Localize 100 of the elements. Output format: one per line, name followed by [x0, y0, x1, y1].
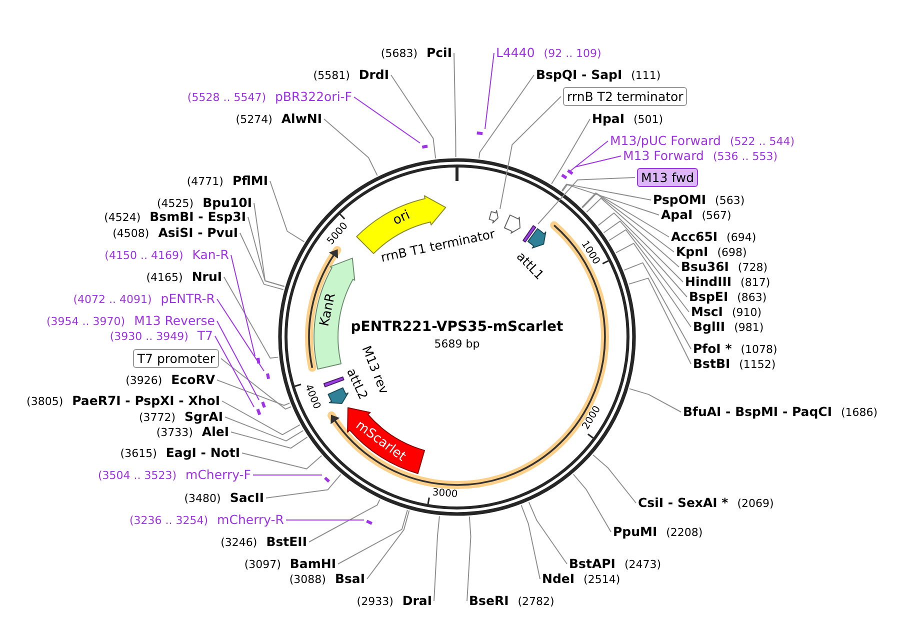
leader-line: [248, 216, 285, 288]
leader-line: [390, 74, 436, 159]
leader-line: [216, 380, 290, 406]
primer-label: (3930 .. 3949) T7: [110, 327, 213, 345]
leader-line: [224, 276, 279, 359]
primer-mark: [322, 475, 332, 485]
primer-label: (4150 .. 4169) Kan-R: [104, 246, 229, 264]
leader-line: [598, 212, 684, 282]
cut-site-label: (3926) EcoRV: [126, 371, 215, 389]
cut-site-label: (5274) AlwNI: [236, 110, 322, 128]
leader-line: [608, 229, 690, 312]
cut-site-label: (4165) NruI: [146, 268, 222, 286]
primer-mark: [254, 407, 263, 417]
leader-line: [220, 358, 292, 410]
cut-site-label: HindIII (817): [685, 273, 770, 291]
primer-mark: [565, 167, 575, 177]
cut-site-label: (5683) PciI: [380, 44, 452, 62]
primer-label: (3954 .. 3970) M13 Reverse: [46, 312, 215, 330]
cut-site-label: BstBI (1152): [693, 355, 776, 373]
leader-line: [266, 474, 342, 498]
feature-band: [346, 406, 426, 475]
cut-site-label: (5581) DrdI: [313, 66, 389, 84]
leader-line: [454, 52, 456, 158]
leader-line: [528, 502, 568, 564]
leader-line: [628, 278, 692, 364]
tick-label: 3000: [432, 486, 458, 500]
feature-name: KanR: [318, 292, 340, 328]
leader-line: [242, 452, 322, 470]
leader-line: [224, 416, 304, 442]
leader-line: [308, 499, 380, 542]
primer-mark: [364, 518, 374, 527]
primer-label: M13/pUC Forward (522 .. 544): [610, 132, 795, 150]
cut-site-label: (3246) BstEII: [220, 533, 307, 551]
cut-site-label: PfoI * (1078): [693, 340, 778, 358]
leader-line: [240, 232, 284, 290]
primer-mark: [259, 400, 268, 410]
leader-line: [366, 510, 410, 580]
leader-line: [616, 242, 692, 328]
primer-mark: [475, 129, 485, 137]
primer-label: (3236 .. 3254) mCherry-R: [129, 511, 284, 529]
leader-line: [551, 118, 590, 184]
cut-site-label: (3480) SacII: [184, 489, 264, 507]
cut-site-label: (3088) BsaI: [289, 570, 365, 588]
leader-line: [628, 388, 682, 412]
primer-mark: [255, 356, 262, 366]
leader-line: [214, 336, 254, 408]
leader-line: [466, 516, 472, 602]
cut-site-label: (4508) AsiSI - PvuI: [112, 224, 238, 242]
primer-mark: [264, 371, 272, 381]
primer-label: M13 Forward (536 .. 553): [623, 147, 778, 165]
leader-line: [230, 254, 256, 356]
feature-bar: [521, 224, 538, 244]
leader-line: [603, 220, 688, 298]
leader-line: [270, 180, 305, 242]
cut-site-label: (3097) BamHI: [244, 555, 336, 573]
cut-site-label: BfuAI - BspMI - PaqCI (1686): [683, 403, 878, 421]
cut-site-label: MscI (910): [691, 303, 762, 321]
leader-line: [586, 198, 680, 268]
cut-site-label: HpaI (501): [592, 110, 664, 128]
leader-line: [520, 504, 540, 580]
primer-label: (4072 .. 4091) pENTR-R: [73, 290, 215, 308]
leader-line: [562, 184, 660, 216]
primer-mark: [420, 143, 430, 151]
feature-pentagon: [502, 213, 522, 235]
feature-label: rrnB T2 terminator: [563, 87, 688, 106]
cut-site-label: BspQI - SapI (111): [536, 66, 661, 84]
leader-line: [478, 74, 534, 159]
feature-label: attL2: [344, 366, 371, 402]
leader-line: [324, 118, 378, 176]
leader-line: [592, 454, 636, 504]
cut-site-label: (4771) PflMI: [186, 172, 268, 190]
cut-site-label: BstAPI (2473): [569, 555, 662, 573]
cut-site-label: KpnI (698): [676, 243, 747, 261]
leader-line: [354, 96, 420, 144]
leader-line: [574, 156, 622, 168]
primer-label: (3504 .. 3523) mCherry-F: [98, 466, 251, 484]
cut-site-label: NdeI (2514): [542, 570, 620, 588]
leader-line: [252, 474, 322, 476]
leader-line: [338, 510, 408, 564]
cut-site-label: Bsu36I (728): [681, 258, 768, 276]
cut-site-label: BglII (981): [693, 318, 764, 336]
leader-line: [624, 262, 692, 350]
leader-line: [538, 177, 636, 224]
leader-line: [484, 52, 494, 130]
cut-site-label: (3733) AleI: [156, 423, 229, 441]
cut-site-label: (3805) PaeR7I - PspXI - XhoI: [26, 392, 220, 410]
feature-label: M13 fwd: [637, 168, 698, 187]
plasmid-name: pENTR221-VPS35-mScarlet: [350, 318, 564, 336]
leader-line: [254, 202, 285, 287]
cut-site-label: PpuMI (2208): [613, 523, 703, 541]
primer-mark: [559, 172, 569, 181]
feature-pentagon: [526, 227, 548, 250]
cut-site-label: BspEI (863): [689, 288, 767, 306]
tick-label: 4000: [302, 382, 322, 411]
feature-bar: [322, 375, 346, 389]
cut-site-label: (2933) DraI: [356, 592, 432, 610]
leader-line: [582, 193, 674, 252]
leader-line: [561, 184, 652, 200]
primer-label: L4440 (92 .. 109): [496, 44, 602, 62]
primer-label: (5528 .. 5547) pBR322ori-F: [187, 88, 352, 106]
